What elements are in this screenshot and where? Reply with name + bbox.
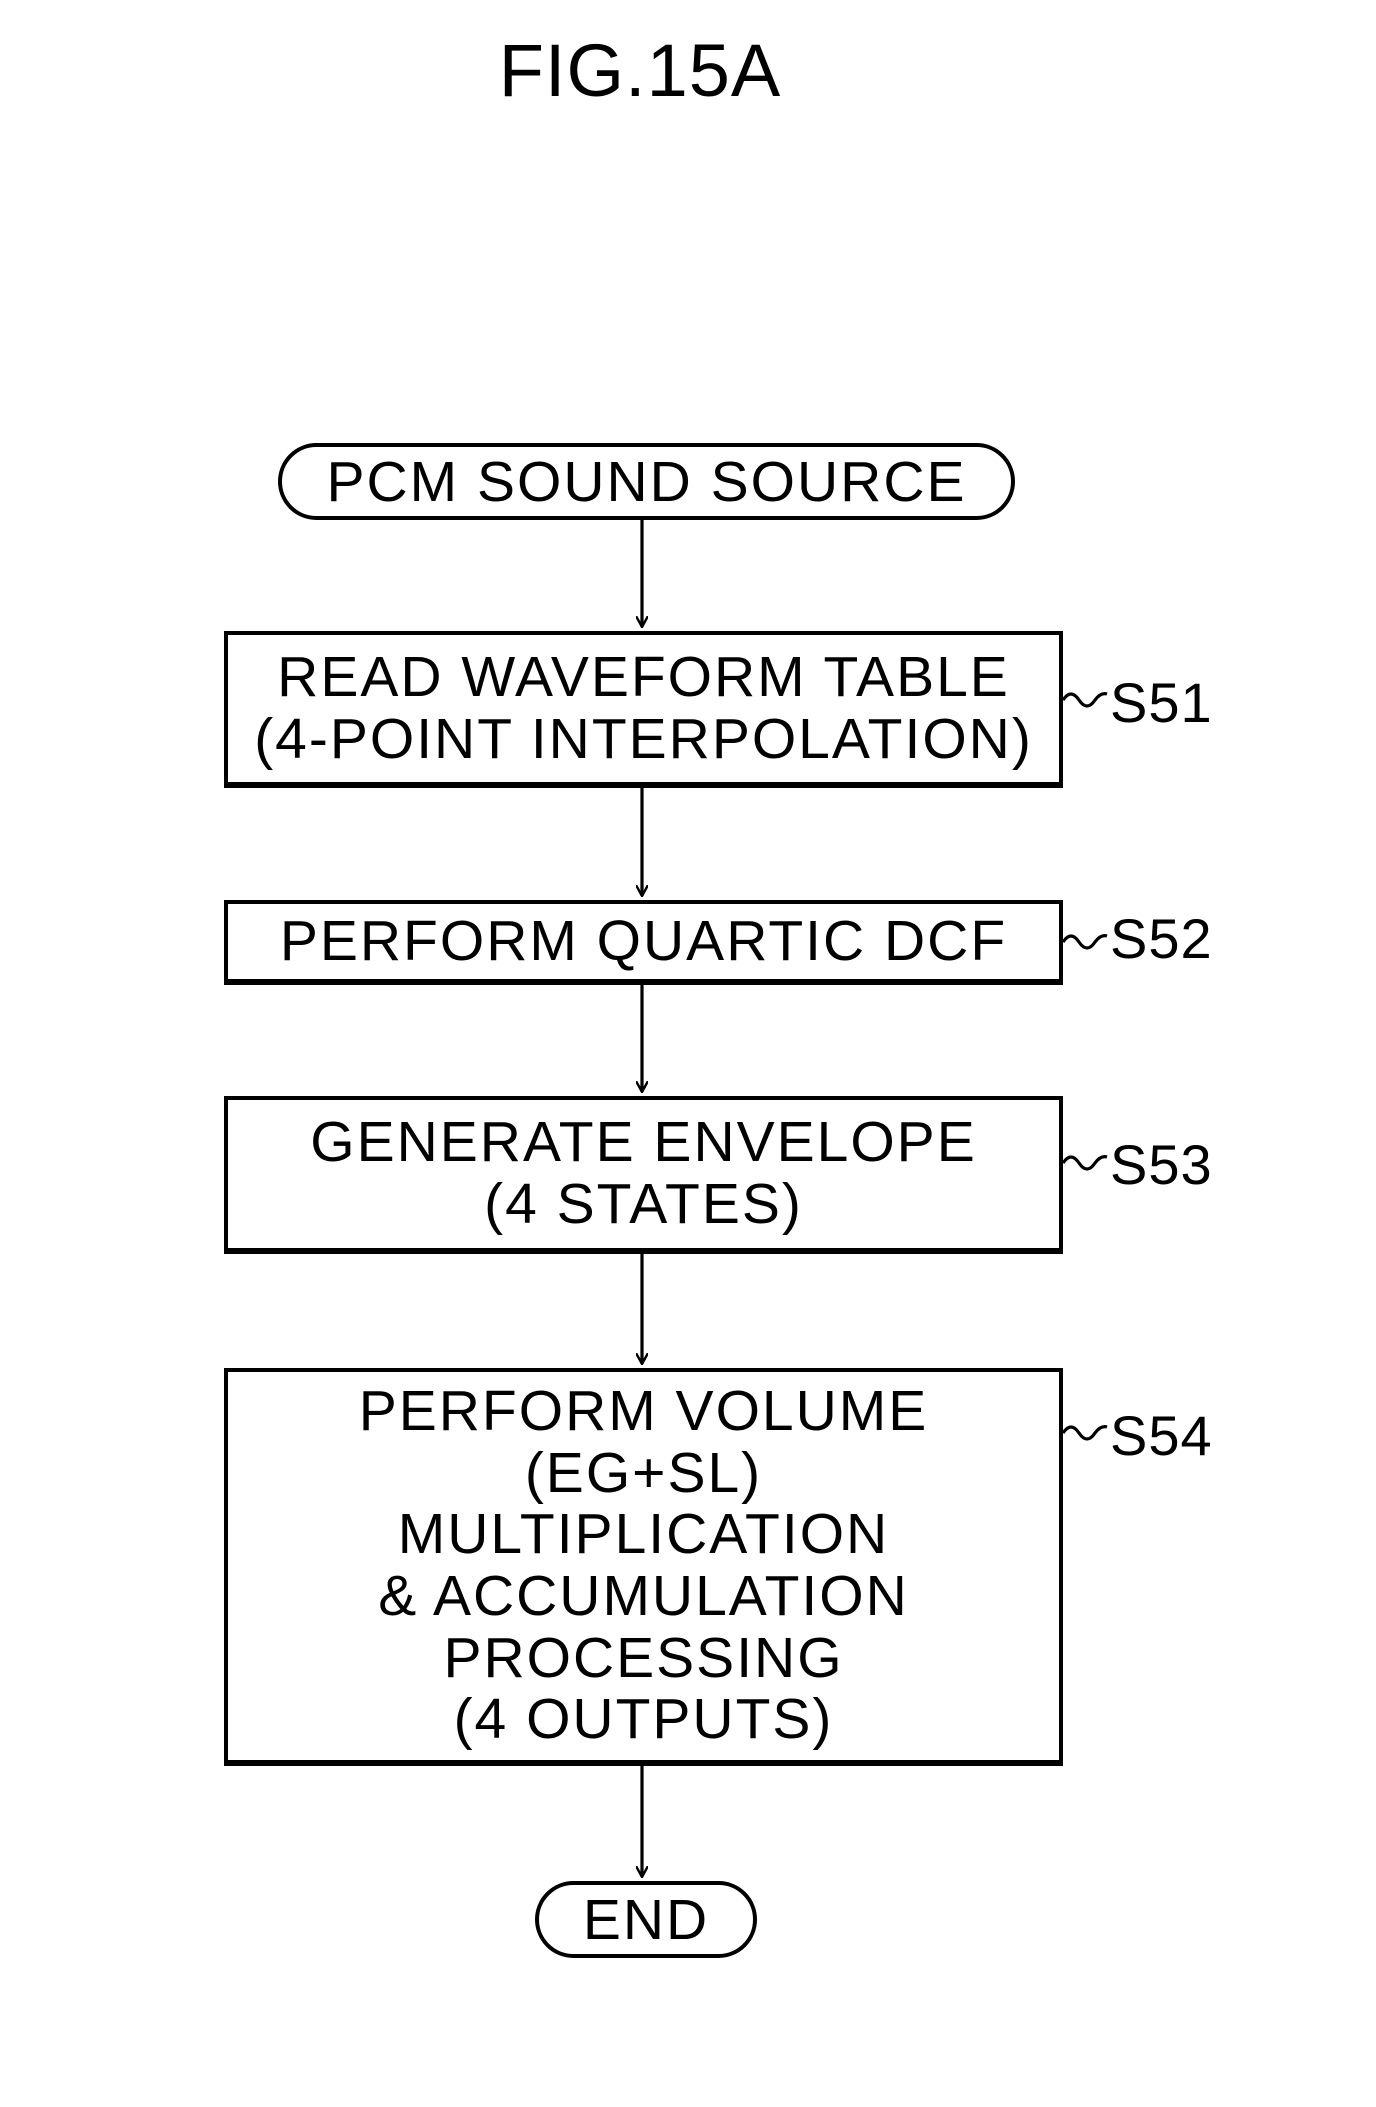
step-label-s51: S51 — [1110, 670, 1213, 735]
end-terminal: END — [535, 1881, 757, 1958]
start-label: PCM SOUND SOURCE — [326, 449, 966, 515]
s53-line-1: GENERATE ENVELOPE — [310, 1112, 976, 1174]
s54-line-3: MULTIPLICATION — [398, 1504, 889, 1566]
leader-s52 — [1063, 936, 1107, 948]
start-terminal: PCM SOUND SOURCE — [278, 443, 1015, 520]
step-label-s52: S52 — [1110, 906, 1213, 971]
process-box-s51: READ WAVEFORM TABLE (4-POINT INTERPOLATI… — [224, 631, 1063, 788]
process-box-s52: PERFORM QUARTIC DCF — [224, 900, 1063, 985]
process-box-s53: GENERATE ENVELOPE (4 STATES) — [224, 1096, 1063, 1254]
s51-line-2: (4-POINT INTERPOLATION) — [254, 709, 1033, 771]
s54-line-2: (EG+SL) — [525, 1443, 762, 1505]
s51-line-1: READ WAVEFORM TABLE — [277, 647, 1010, 709]
s53-line-2: (4 STATES) — [484, 1174, 803, 1236]
step-label-s54: S54 — [1110, 1403, 1213, 1468]
s54-line-4: & ACCUMULATION — [378, 1566, 909, 1628]
process-box-s54: PERFORM VOLUME (EG+SL) MULTIPLICATION & … — [224, 1368, 1063, 1766]
s54-line-5: PROCESSING — [443, 1628, 843, 1690]
leader-s53 — [1063, 1157, 1107, 1169]
s54-line-6: (4 OUTPUTS) — [454, 1689, 834, 1751]
end-label: END — [583, 1887, 709, 1953]
leader-s54 — [1063, 1427, 1107, 1439]
s52-line-1: PERFORM QUARTIC DCF — [280, 911, 1007, 973]
s54-line-1: PERFORM VOLUME — [359, 1381, 929, 1443]
step-label-s53: S53 — [1110, 1132, 1213, 1197]
leader-s51 — [1063, 694, 1107, 706]
